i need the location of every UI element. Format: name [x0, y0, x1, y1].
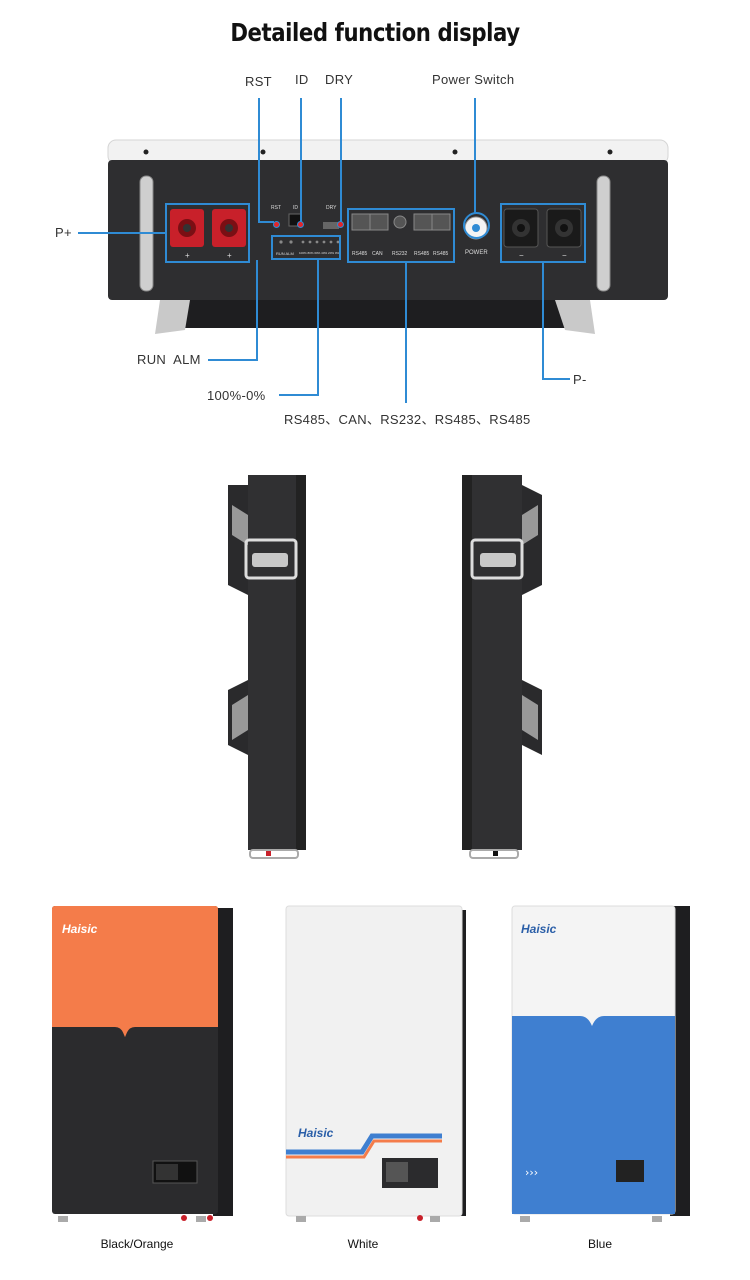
rst-callout: RST: [245, 74, 272, 89]
p-plus-highlight: [165, 203, 250, 263]
p-minus-leader: [542, 263, 544, 379]
caption-blue: Blue: [587, 1237, 613, 1251]
brand-logo-white: Haisic: [298, 1126, 334, 1140]
power-leader: [474, 98, 476, 213]
right-side-view: [462, 475, 542, 859]
ports-leader: [405, 263, 407, 403]
soc-leader: [317, 260, 319, 396]
caption-white: White: [347, 1237, 379, 1251]
panel-rst-label: RST: [271, 205, 281, 211]
dry-callout: DRY: [325, 72, 354, 87]
left-side-view: [228, 475, 306, 859]
panel-rs485-c-label: RS485: [433, 251, 449, 257]
panel-plus-2: +: [227, 251, 232, 260]
panel-minus-1: −: [519, 251, 524, 260]
side-views: [228, 475, 542, 859]
id-leader: [300, 98, 302, 222]
id-marker: [297, 221, 304, 228]
brand-logo-orange: Haisic: [62, 922, 98, 936]
ports-highlight: [347, 208, 455, 263]
panel-rs232-label: RS232: [392, 251, 408, 257]
panel-plus-1: +: [185, 251, 190, 260]
variant-black-orange: [52, 906, 233, 1222]
caption-black-orange: Black/Orange: [100, 1237, 174, 1251]
dry-marker: [337, 221, 344, 228]
panel-id-label: ID: [293, 205, 298, 211]
panel-dry-label: DRY: [326, 205, 337, 211]
dry-leader: [340, 98, 342, 222]
power-switch-callout: Power Switch: [432, 72, 515, 87]
ports-callout: RS485、CAN、RS232、RS485、RS485: [284, 412, 531, 427]
p-plus-callout: P+: [55, 225, 72, 240]
power-switch-highlight: [463, 212, 490, 239]
p-minus-highlight: [500, 203, 586, 263]
run-alm-callout: RUN ALM: [137, 352, 201, 367]
panel-minus-2: −: [562, 251, 567, 260]
panel-power-label: POWER: [465, 250, 488, 256]
rst-leader: [258, 98, 260, 222]
p-minus-callout: P-: [573, 372, 587, 387]
page-title: Detailed function display: [230, 18, 520, 47]
color-variants: ›››: [52, 905, 690, 1222]
p-plus-leader: [78, 232, 165, 234]
soc-callout: 100%-0%: [207, 388, 266, 403]
run-alm-leader: [256, 260, 258, 361]
variant-blue: ›››: [511, 905, 690, 1222]
panel-run-alm-label: RUN ALM: [276, 251, 294, 256]
panel-rs485-label: RS485: [352, 251, 368, 257]
brand-logo-blue: Haisic: [521, 922, 557, 936]
rst-marker: [273, 221, 280, 228]
panel-soc-leds-label: 100% 80% 60% 40% 20% 0%: [299, 251, 340, 255]
panel-rs485-b-label: RS485: [414, 251, 430, 257]
variant-white: [285, 905, 466, 1222]
panel-can-label: CAN: [372, 251, 383, 257]
id-callout: ID: [295, 72, 309, 87]
svg-text:›››: ›››: [525, 1166, 538, 1179]
indicator-highlight: [271, 235, 341, 260]
